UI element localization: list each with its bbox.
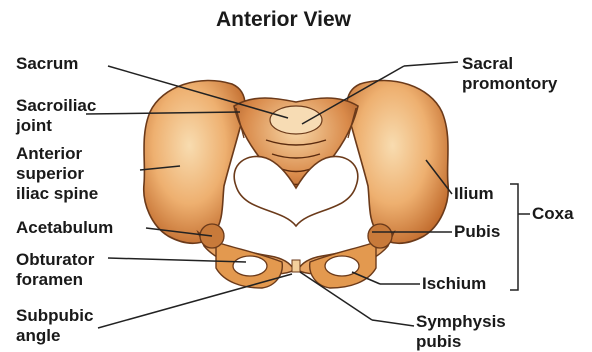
label-sacroiliac-joint: Sacroiliac joint [16,96,96,136]
label-sacrum: Sacrum [16,54,78,74]
label-coxa: Coxa [532,204,574,224]
label-anterior-superior-iliac-spine: Anterior superior iliac spine [16,144,98,204]
label-sacral-promontory: Sacral promontory [462,54,557,94]
left-obturator-foramen [233,256,267,276]
label-ischium: Ischium [422,274,486,294]
label-subpubic-angle: Subpubic angle [16,306,93,346]
right-ilium [347,80,448,243]
label-obturator-foramen: Obturator foramen [16,250,94,290]
label-acetabulum: Acetabulum [16,218,113,238]
label-symphysis-pubis: Symphysis pubis [416,312,506,352]
diagram-title: Anterior View [216,8,351,32]
symphysis [292,260,300,272]
label-pubis: Pubis [454,222,500,242]
left-ilium [144,80,245,243]
sacral-promontory-bone [270,106,322,134]
label-ilium: Ilium [454,184,494,204]
right-acetabulum [368,224,392,248]
